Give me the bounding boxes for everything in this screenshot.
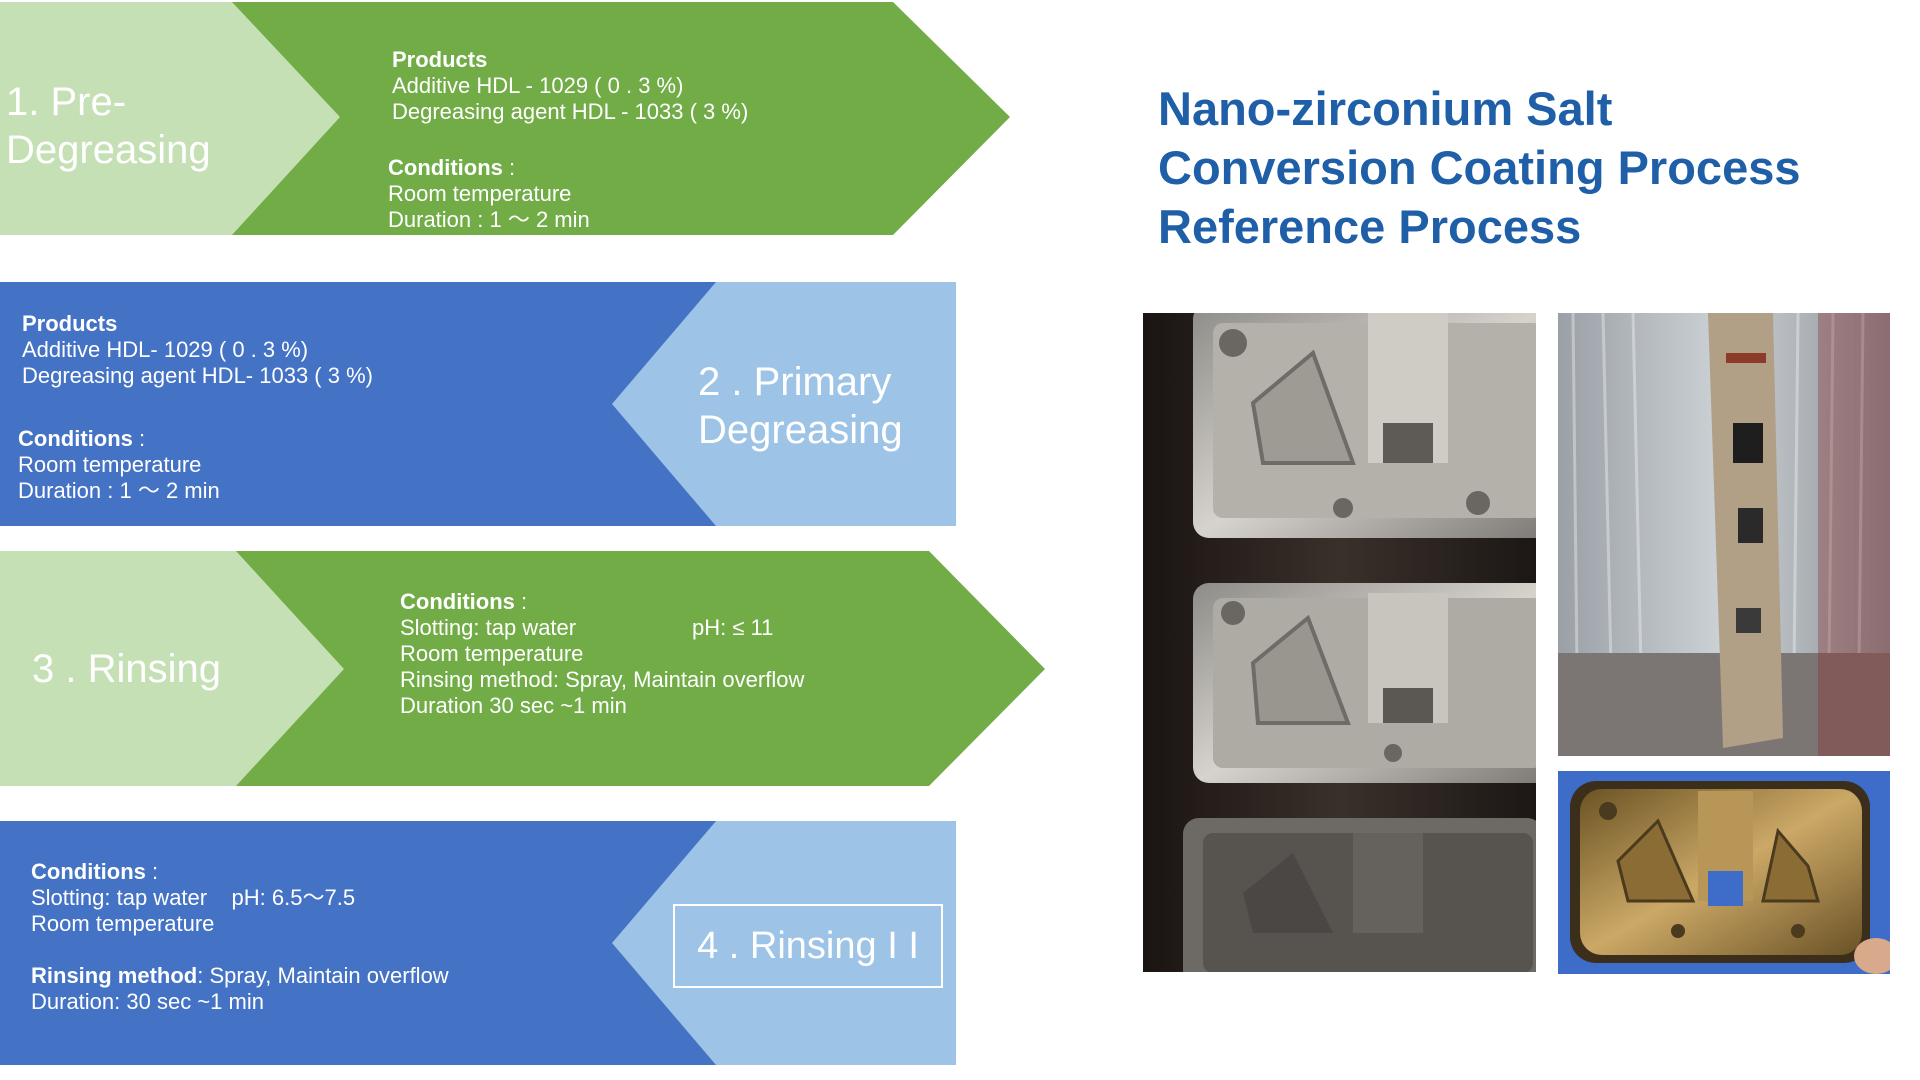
- step3-label-chevron: [0, 551, 344, 786]
- step2-details: Products Additive HDL- 1029 ( 0 . 3 %) D…: [22, 311, 373, 389]
- step3-cond-2: Room temperature: [400, 641, 584, 666]
- step4-method-row: Rinsing method: Spray, Maintain overflow: [31, 963, 449, 989]
- step4-conditions: Conditions : Slotting: tap water pH: 6.5…: [31, 859, 449, 1015]
- step2-products-heading: Products: [22, 311, 118, 336]
- page-title: Nano-zirconium Salt Conversion Coating P…: [1158, 79, 1801, 256]
- photo-metal-rack: [1558, 313, 1890, 756]
- step2-product-2: Degreasing agent HDL- 1033 ( 3 %): [22, 363, 373, 388]
- step3-conditions: Conditions : Slotting: tap water pH: ≤ 1…: [400, 589, 804, 719]
- photo-stacked-trays: [1143, 313, 1536, 972]
- step3-cond-1: Slotting: tap water: [400, 615, 577, 640]
- step4-conditions-heading-row: Conditions :: [31, 859, 449, 885]
- step4-label-box: 4 . Rinsing I I: [673, 904, 943, 988]
- step4-method-text: : Spray, Maintain overflow: [197, 963, 449, 988]
- page-title-line1: Nano-zirconium Salt: [1158, 82, 1613, 135]
- tray-3: [1183, 818, 1536, 972]
- photo-golden-tray: [1558, 771, 1890, 974]
- step1-conditions-heading: Conditions: [388, 155, 503, 180]
- tray-2: [1193, 583, 1536, 783]
- step2-cond-2: Duration : 1 〜 2 min: [18, 478, 220, 503]
- step2-label-chevron: [612, 282, 956, 526]
- step3-conditions-heading-row: Conditions :: [400, 589, 804, 615]
- step2-conditions-colon: :: [132, 426, 146, 451]
- step1-cond-1: Room temperature: [388, 181, 572, 206]
- step1-conditions-colon: :: [502, 155, 516, 180]
- step1-cond-2: Duration : 1 〜 2 min: [388, 207, 590, 232]
- step3-label: 3 . Rinsing: [32, 647, 221, 691]
- step4-conditions-heading: Conditions: [31, 859, 146, 884]
- step1-label-chevron: [0, 2, 340, 235]
- step4-method-heading: Rinsing method: [31, 963, 198, 988]
- step3-conditions-colon: :: [514, 589, 528, 614]
- step1-conditions-heading-row: Conditions :: [388, 155, 590, 181]
- step4-label: 4 . Rinsing I I: [697, 925, 919, 967]
- step4-cond-1: Slotting: tap water pH: 6.5〜7.5: [31, 885, 356, 910]
- step2-conditions-heading: Conditions: [18, 426, 133, 451]
- step4-spacer: [31, 937, 449, 963]
- step1-product-1: Additive HDL - 1029 ( 0 . 3 %): [392, 73, 684, 98]
- step4-cond-2: Room temperature: [31, 911, 215, 936]
- rack-panel: [1708, 313, 1783, 748]
- step3-cond-1-ph: pH: ≤ 11: [692, 615, 774, 640]
- step2-cond-1: Room temperature: [18, 452, 202, 477]
- step1-details: Products Additive HDL - 1029 ( 0 . 3 %) …: [392, 47, 748, 125]
- step3-cond-4: Duration 30 sec ~1 min: [400, 693, 627, 718]
- step4-cond-3: Duration: 30 sec ~1 min: [31, 989, 264, 1014]
- step1-label-line2: Degreasing: [6, 128, 211, 172]
- page-title-line3: Reference Process: [1158, 200, 1582, 253]
- step2-label: 2 . Primary Degreasing: [698, 358, 903, 454]
- step2-product-1: Additive HDL- 1029 ( 0 . 3 %): [22, 337, 309, 362]
- step1-conditions: Conditions : Room temperature Duration :…: [388, 155, 590, 233]
- step2-label-line2: Degreasing: [698, 408, 903, 452]
- step2-label-line1: 2 . Primary: [698, 360, 892, 404]
- step4-label-chevron: [612, 821, 956, 1065]
- step3-conditions-heading: Conditions: [400, 589, 515, 614]
- step2-conditions: Conditions : Room temperature Duration :…: [18, 426, 220, 504]
- step3-cond-1-row: Slotting: tap water pH: ≤ 11: [400, 615, 804, 641]
- tray-1: [1193, 313, 1536, 538]
- step1-product-2: Degreasing agent HDL - 1033 ( 3 %): [392, 99, 749, 124]
- step4-conditions-colon: :: [145, 859, 159, 884]
- step3-cond-3: Rinsing method: Spray, Maintain overflow: [400, 667, 805, 692]
- step1-label: 1. Pre- Degreasing: [6, 78, 211, 174]
- step1-label-line1: 1. Pre-: [6, 80, 127, 124]
- step1-products-heading: Products: [392, 47, 488, 72]
- page-title-line2: Conversion Coating Process: [1158, 141, 1801, 194]
- step2-conditions-heading-row: Conditions :: [18, 426, 220, 452]
